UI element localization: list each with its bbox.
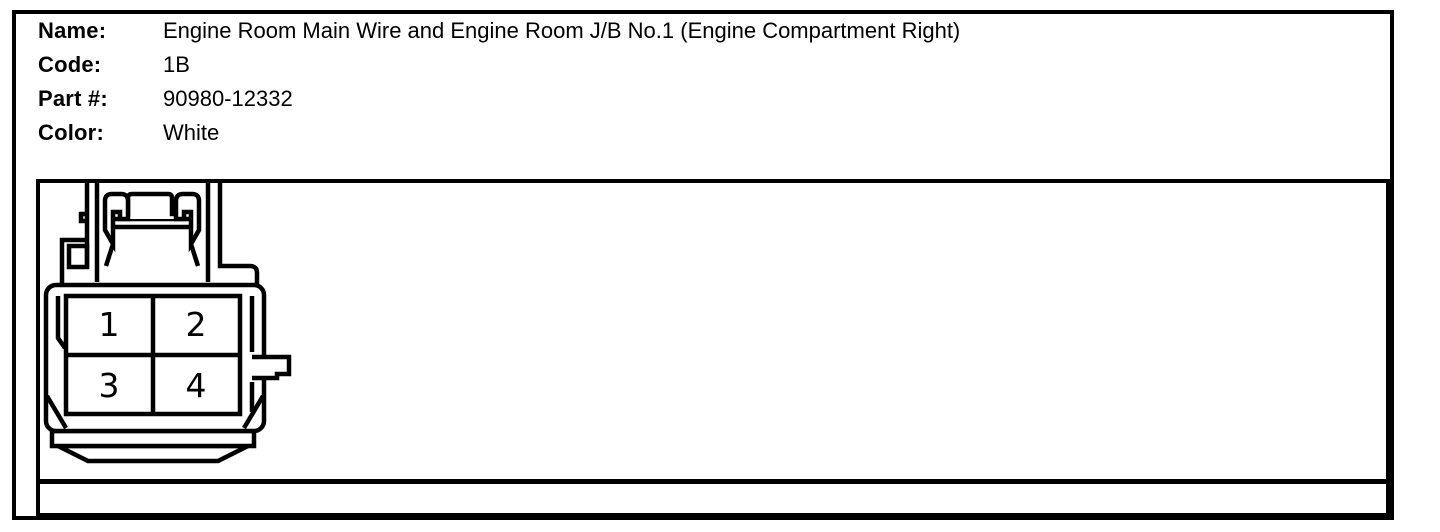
connector-header: Name: Engine Room Main Wire and Engine R…: [38, 14, 1338, 150]
pin-1-label: 1: [99, 305, 120, 344]
header-row-color: Color: White: [38, 116, 1338, 150]
pin-grid-dividers: [66, 296, 240, 414]
latch-center-bump: [119, 191, 181, 219]
color-label: Color:: [38, 120, 104, 145]
color-value: White: [163, 120, 220, 145]
diagram-footer-strip: [40, 484, 1386, 513]
connector-right-post: [205, 181, 260, 285]
latch-right-hook-tail: [188, 243, 201, 267]
pin-2-label: 2: [186, 305, 207, 344]
latch-left-hook: [102, 191, 131, 253]
connector-side-tab: [252, 354, 292, 381]
connector-inner-walls: [55, 296, 255, 412]
diagram-divider-line: [38, 479, 1388, 484]
connector-left-square-detail: [66, 243, 90, 270]
latch-right-hook: [173, 191, 202, 253]
connector-outline: [43, 181, 292, 464]
code-label: Code:: [38, 52, 102, 77]
pin-numbers: 1 2 3 4: [99, 305, 207, 405]
code-value: 1B: [163, 52, 190, 77]
name-label: Name:: [38, 18, 107, 43]
part-number-label: Part #:: [38, 86, 108, 111]
header-row-code: Code: 1B: [38, 48, 1338, 82]
pin-3-label: 3: [99, 366, 120, 405]
page-border: [12, 10, 1394, 520]
connector-left-post: [78, 181, 100, 282]
header-row-name: Name: Engine Room Main Wire and Engine R…: [38, 14, 1338, 48]
latch-left-hook-tail: [103, 243, 116, 267]
connector-diagram: 1 2 3 4: [43, 181, 292, 464]
connector-left-ear: [59, 237, 87, 285]
pin-4-label: 4: [186, 366, 207, 405]
name-value: Engine Room Main Wire and Engine Room J/…: [163, 18, 961, 43]
part-number-value: 90980-12332: [163, 86, 293, 111]
header-row-part-number: Part #: 90980-12332: [38, 82, 1338, 116]
